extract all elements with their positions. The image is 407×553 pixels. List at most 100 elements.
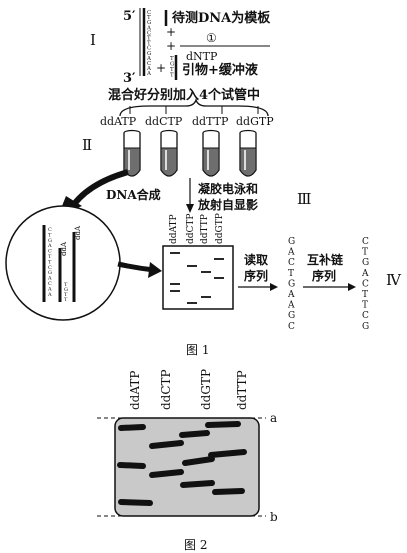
zoom-base: A bbox=[47, 243, 52, 249]
complement-base: C bbox=[362, 279, 369, 289]
figure2-lane-label: ddTTP bbox=[235, 370, 249, 410]
primer-base: T bbox=[170, 67, 174, 73]
primer-base: T bbox=[170, 56, 174, 62]
figure2-lane-label: ddGTP bbox=[199, 369, 213, 410]
complement-label-line1: 互补链 bbox=[307, 252, 344, 267]
zoom-base: T bbox=[48, 254, 52, 260]
primer-base: T bbox=[170, 73, 174, 79]
read-arrowhead bbox=[270, 283, 278, 291]
step-IV-numeral: Ⅳ bbox=[386, 271, 402, 289]
zoom-base: G bbox=[48, 270, 52, 276]
gel-bands-1 bbox=[170, 252, 224, 304]
read-label-line1: 读取 bbox=[244, 252, 268, 267]
tube-label: ddATP bbox=[100, 115, 137, 128]
gel-label-line2: 放射自显影 bbox=[197, 197, 258, 212]
step-II-numeral: Ⅱ bbox=[82, 136, 92, 154]
test-tube bbox=[239, 129, 257, 177]
zoom-base: A bbox=[47, 286, 52, 292]
template-base: T bbox=[147, 15, 151, 21]
dna-synthesis-label: DNA合成 bbox=[106, 187, 161, 202]
complement-base: A bbox=[361, 269, 369, 279]
distribution-brace bbox=[119, 97, 269, 117]
tube-label: ddCTP bbox=[145, 115, 183, 128]
plus-sign-3: + bbox=[156, 61, 166, 75]
template-base: G bbox=[147, 51, 151, 57]
line-a-label: a bbox=[270, 411, 277, 425]
read-base: G bbox=[288, 311, 295, 321]
complement-base: G bbox=[362, 258, 369, 268]
gel-bands-2 bbox=[117, 421, 247, 506]
test-tube bbox=[123, 129, 141, 177]
zoom-primer-base: T bbox=[64, 282, 68, 288]
step-I-numeral: Ⅰ bbox=[90, 31, 96, 49]
zoom-to-gel-arrowhead bbox=[148, 262, 162, 278]
template-base: A bbox=[146, 66, 152, 72]
complement-base: T bbox=[362, 248, 368, 258]
read-base: G bbox=[288, 237, 295, 247]
figure1-caption: 图 1 bbox=[186, 343, 209, 357]
read-base: A bbox=[287, 301, 295, 311]
brace-arrows bbox=[129, 106, 259, 114]
gel-lane-labels: ddATP ddCTP ddTTP ddGTP bbox=[169, 213, 225, 244]
template-base: T bbox=[147, 36, 151, 42]
gel-lane-label: ddATP bbox=[169, 214, 179, 244]
zoom-strands bbox=[42, 225, 76, 302]
complement-base: G bbox=[362, 322, 369, 332]
circle-one-label: ① bbox=[206, 31, 217, 45]
gel-lane-label: ddGTP bbox=[215, 213, 225, 244]
step-III-numeral: Ⅲ bbox=[297, 190, 311, 208]
complement-base: C bbox=[362, 237, 369, 247]
gel-lane-label: ddTTP bbox=[200, 214, 210, 244]
primer-buffer-label: 引物+缓冲液 bbox=[182, 62, 258, 78]
template-base: A bbox=[146, 71, 152, 77]
figure2-caption: 图 2 bbox=[184, 538, 207, 552]
dntp-label: dNTP bbox=[186, 50, 218, 63]
plus-sign-1: + bbox=[166, 25, 176, 39]
plus-sign-2: + bbox=[166, 39, 176, 53]
gel-arrowhead bbox=[186, 204, 194, 213]
test-tubes bbox=[123, 129, 257, 177]
tube-label: ddTTP bbox=[192, 115, 229, 128]
zoom-primer-base: T bbox=[64, 292, 68, 298]
zoom-strand-label-1: ddA bbox=[60, 241, 68, 256]
template-base: C bbox=[147, 46, 151, 52]
zoom-base: A bbox=[47, 292, 52, 298]
complement-base: T bbox=[362, 290, 368, 300]
complement-label-line2: 序列 bbox=[312, 268, 336, 283]
zoom-base: C bbox=[48, 265, 52, 271]
template-base: C bbox=[147, 10, 151, 16]
prime5-label: 5′ bbox=[123, 9, 136, 24]
zoom-to-gel-arrow bbox=[117, 261, 155, 273]
read-base: A bbox=[287, 248, 295, 258]
complement-arrowhead bbox=[348, 283, 356, 291]
read-base: G bbox=[288, 279, 295, 289]
zoom-circle bbox=[5, 205, 121, 321]
zoom-base: C bbox=[48, 281, 52, 287]
zoom-strand-label-2: ddA bbox=[74, 225, 82, 240]
template-base: A bbox=[146, 56, 152, 62]
prime3-label: 3′ bbox=[123, 71, 136, 86]
zoom-base: C bbox=[48, 249, 52, 255]
template-base: T bbox=[147, 41, 151, 47]
template-base: A bbox=[146, 25, 152, 31]
zoom-base: C bbox=[48, 227, 52, 233]
mix-label: 混合好分别加入4个试管中 bbox=[108, 87, 260, 103]
figure2-lane-label: ddCTP bbox=[159, 369, 173, 410]
read-label-line2: 序列 bbox=[244, 268, 268, 283]
complement-base: C bbox=[362, 311, 369, 321]
template-label: 待测DNA为模板 bbox=[171, 10, 271, 26]
template-strand bbox=[139, 8, 146, 76]
complement-base: T bbox=[362, 301, 368, 311]
line-b-label: b bbox=[270, 510, 278, 524]
gel-lane-label: ddCTP bbox=[186, 214, 196, 244]
template-base: C bbox=[147, 30, 151, 36]
zoom-base: A bbox=[47, 276, 52, 282]
read-base: C bbox=[288, 258, 295, 268]
